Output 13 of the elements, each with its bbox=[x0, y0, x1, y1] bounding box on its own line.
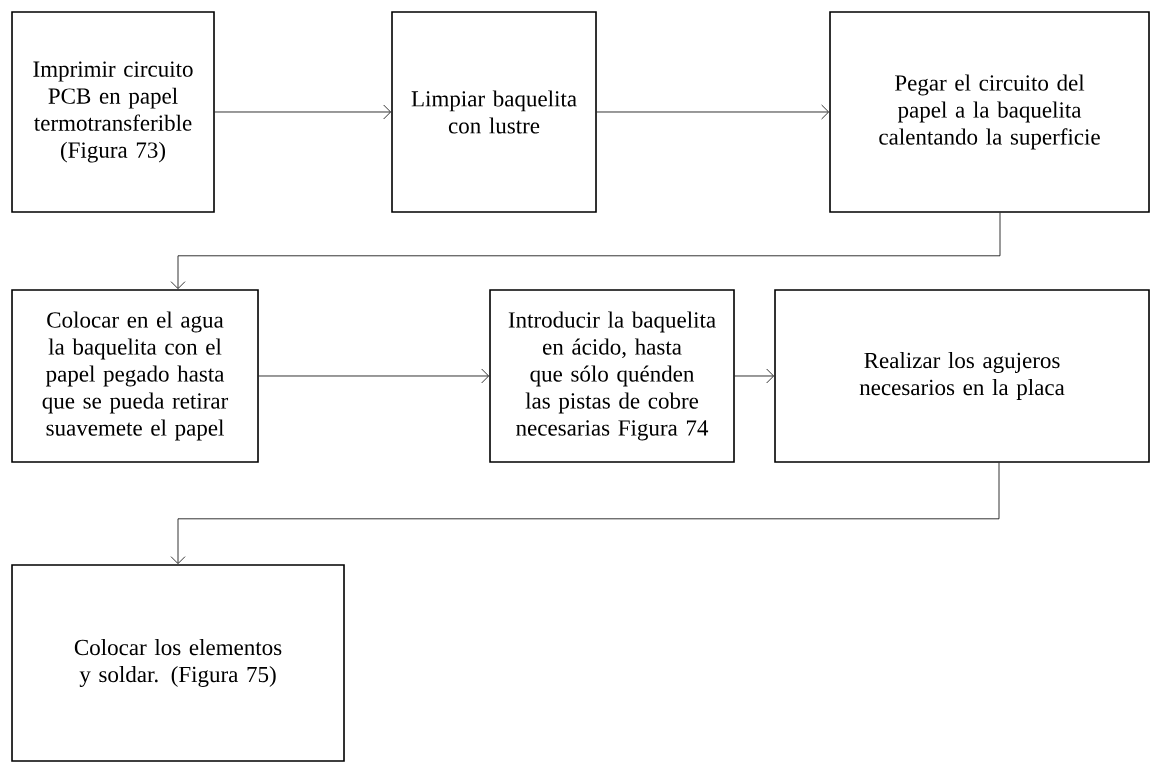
process-box: Pegar el circuito del papel a la baquelita calentando la superficie bbox=[829, 11, 1150, 213]
arrow bbox=[170, 462, 1000, 565]
arrow bbox=[734, 368, 775, 384]
process-box: Colocar los elementos y soldar. (Figura 75) bbox=[11, 564, 345, 762]
arrow bbox=[170, 212, 1001, 290]
process-box: Imprimir circuito PCB en papel termotransferible (Figura 73) bbox=[11, 11, 215, 213]
process-box: Colocar en el agua la baquelita con el papel pegado hasta que se pueda retirar suavemete el papel bbox=[11, 289, 259, 463]
process-box: Introducir la baquelita en ácido, hasta que sólo quénden las pistas de cobre necesarias Figura 74 bbox=[489, 289, 735, 463]
process-box: Limpiar baquelita con lustre bbox=[391, 11, 597, 213]
process-box: Realizar los agujeros necesarios en la placa bbox=[774, 289, 1150, 463]
arrow bbox=[596, 104, 830, 120]
arrow bbox=[258, 368, 490, 384]
arrow bbox=[214, 104, 392, 120]
